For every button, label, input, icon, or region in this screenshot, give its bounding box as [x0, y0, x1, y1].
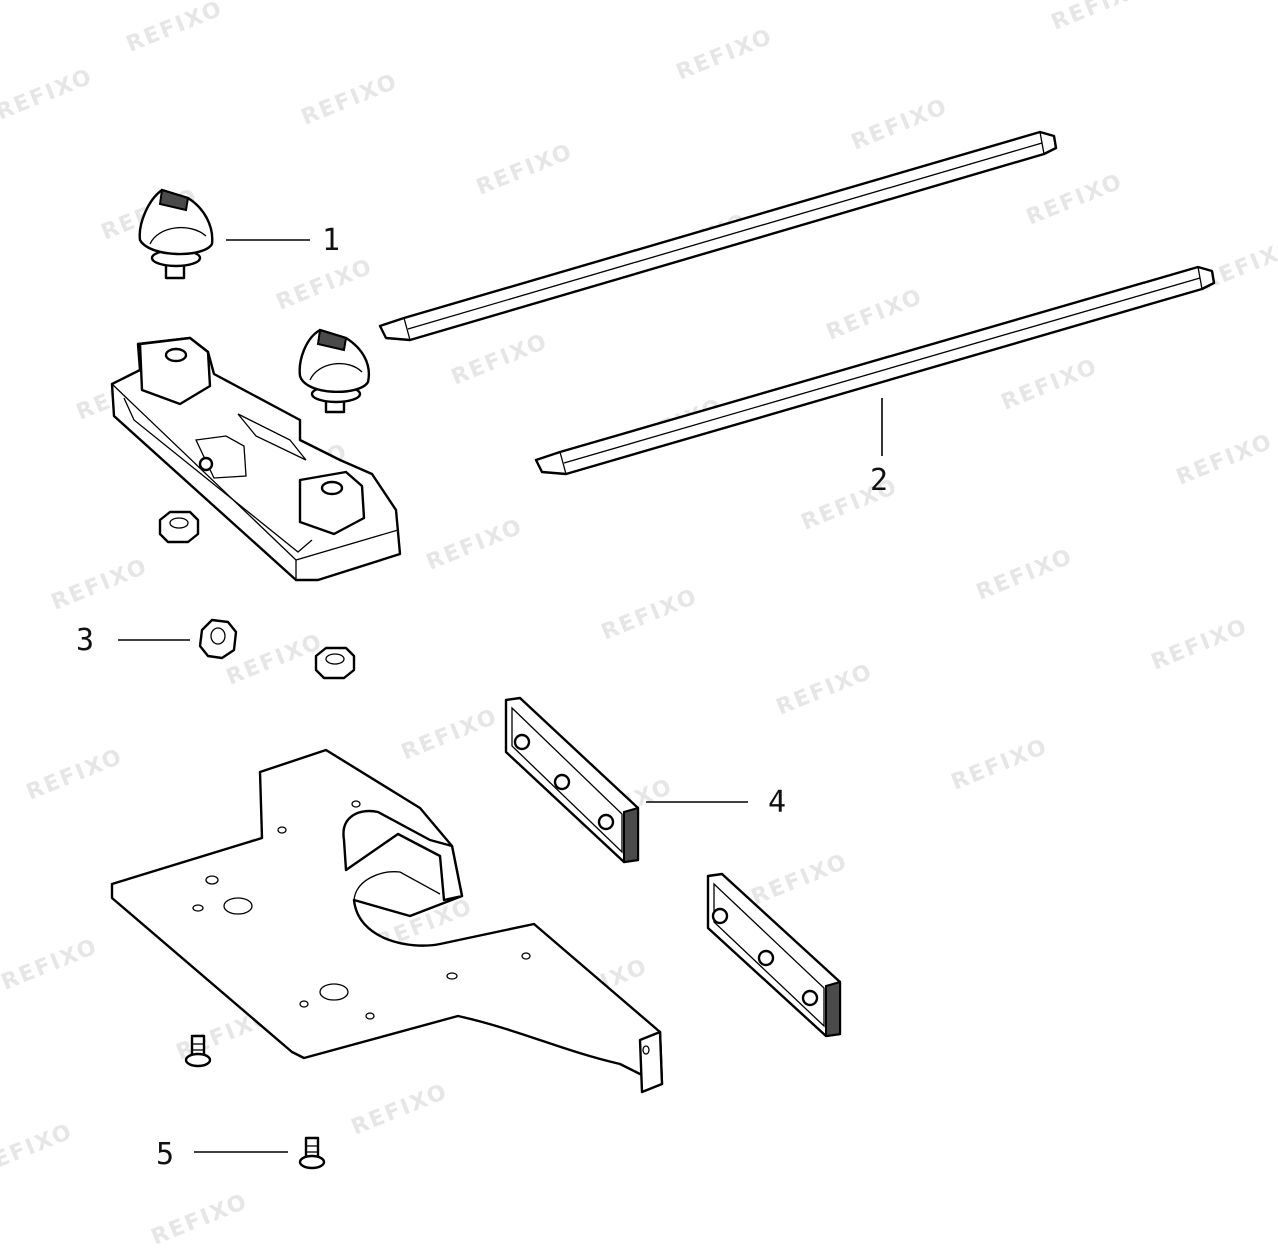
watermark-text: REFIXO — [148, 1189, 252, 1250]
watermark-text: REFIXO — [0, 1119, 77, 1180]
watermark-text: REFIXO — [1148, 614, 1252, 675]
watermark-text: REFIXO — [473, 139, 577, 200]
watermark-text: REFIXO — [1023, 169, 1127, 230]
watermark-text: REFIXO — [348, 1079, 452, 1140]
callout-5: 5 — [156, 1137, 174, 1172]
watermark-text: REFIXO — [1048, 0, 1152, 36]
watermark-text: REFIXO — [48, 554, 152, 615]
watermark-text: REFIXO — [423, 514, 527, 575]
watermark-text: REFIXO — [223, 629, 327, 690]
watermark-text: REFIXO — [948, 734, 1052, 795]
base-plate — [110, 748, 664, 1094]
guide-rod-upper — [378, 130, 1058, 342]
callout-4: 4 — [768, 785, 786, 820]
callout-3: 3 — [76, 623, 94, 658]
rubber-pad-lower — [706, 872, 842, 1038]
knob-lower — [298, 328, 371, 414]
watermark-text: REFIXO — [998, 354, 1102, 415]
hex-nut-1 — [158, 510, 200, 544]
watermark-text: REFIXO — [748, 849, 852, 910]
rubber-pad-upper — [504, 696, 640, 864]
watermark-text: REFIXO — [448, 329, 552, 390]
hex-nut-3 — [314, 646, 356, 680]
watermark-text: REFIXO — [498, 0, 602, 6]
callout-1: 1 — [322, 223, 340, 258]
clamp-block — [110, 336, 402, 582]
screw-2 — [298, 1136, 326, 1170]
watermark-text: REFIXO — [123, 0, 227, 58]
guide-rod-lower — [534, 265, 1216, 476]
watermark-text: REFIXO — [598, 584, 702, 645]
knob-upper — [138, 188, 214, 280]
watermark-text: REFIXO — [0, 64, 97, 125]
hex-nut-2 — [198, 618, 238, 660]
callout-2: 2 — [870, 463, 888, 498]
watermark-text: REFIXO — [273, 254, 377, 315]
watermark-text: REFIXO — [973, 544, 1077, 605]
watermark-text: REFIXO — [773, 659, 877, 720]
watermark-text: REFIXO — [398, 704, 502, 765]
screw-1 — [184, 1034, 212, 1068]
watermark-text: REFIXO — [673, 24, 777, 85]
watermark-text: REFIXO — [823, 284, 927, 345]
watermark-text: REFIXO — [1173, 429, 1277, 490]
watermark-text: REFIXO — [23, 744, 127, 805]
watermark-text: REFIXO — [848, 94, 952, 155]
watermark-text: REFIXO — [298, 69, 402, 130]
watermark-text: REFIXO — [0, 934, 102, 995]
